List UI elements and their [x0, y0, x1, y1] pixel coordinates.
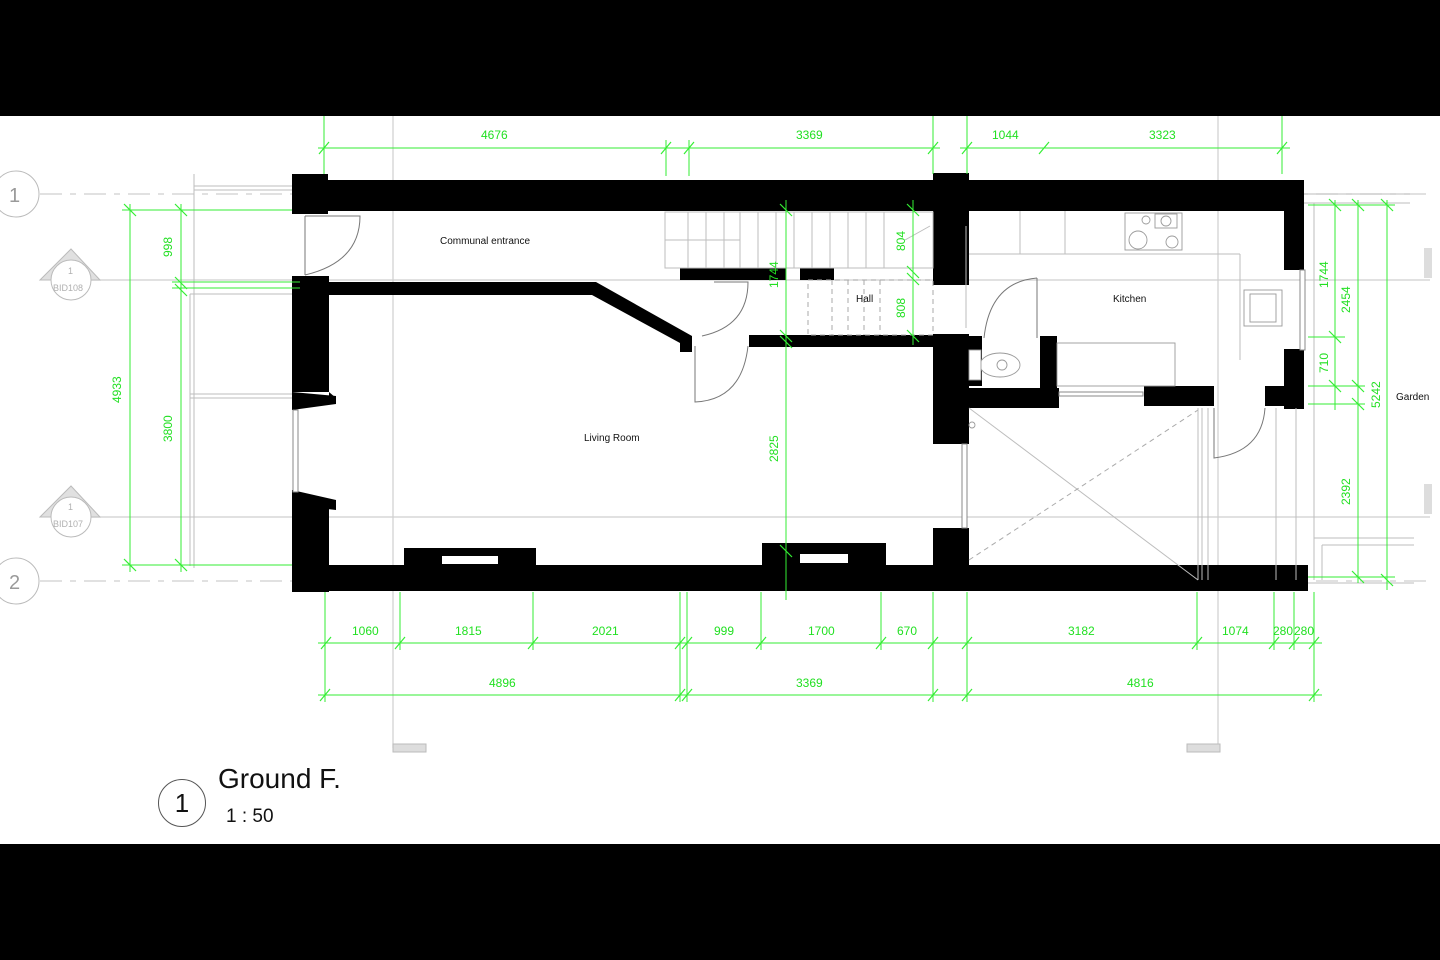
walls — [292, 173, 1308, 592]
svg-text:3369: 3369 — [796, 676, 823, 690]
label-kitchen: Kitchen — [1113, 294, 1146, 305]
svg-text:1044: 1044 — [992, 128, 1019, 142]
svg-text:1700: 1700 — [808, 624, 835, 638]
svg-text:4896: 4896 — [489, 676, 516, 690]
staircase — [664, 211, 934, 336]
svg-text:3369: 3369 — [796, 128, 823, 142]
svg-text:3323: 3323 — [1149, 128, 1176, 142]
svg-text:BID107: BID107 — [53, 519, 83, 529]
room-labels: Communal entrance Hall Kitchen Living Ro… — [440, 236, 1429, 444]
svg-text:1744: 1744 — [1317, 261, 1331, 288]
svg-text:670: 670 — [897, 624, 917, 638]
svg-text:280: 280 — [1273, 624, 1293, 638]
svg-text:4933: 4933 — [110, 376, 124, 403]
drawing-title: Ground F. — [218, 763, 341, 794]
section-marker-bid107: 1 BID107 — [38, 485, 102, 538]
svg-text:2: 2 — [9, 572, 20, 594]
svg-text:280: 280 — [1294, 624, 1314, 638]
svg-text:3182: 3182 — [1068, 624, 1095, 638]
svg-text:2825: 2825 — [767, 435, 781, 462]
label-communal-entrance: Communal entrance — [440, 236, 530, 247]
garden-outline — [968, 193, 1414, 584]
dimensions: 4676 3369 1044 3323 — [110, 116, 1395, 702]
label-living-room: Living Room — [584, 433, 640, 444]
grid-bubble-1: 1 — [0, 170, 40, 218]
svg-text:999: 999 — [714, 624, 734, 638]
label-hall: Hall — [856, 294, 873, 305]
bay-window-frame — [189, 174, 292, 568]
svg-text:1: 1 — [68, 266, 73, 276]
svg-text:4676: 4676 — [481, 128, 508, 142]
svg-text:BID108: BID108 — [53, 283, 83, 293]
svg-text:1: 1 — [9, 185, 20, 207]
svg-text:1815: 1815 — [455, 624, 482, 638]
drawing-scale: 1 : 50 — [226, 806, 274, 827]
section-marker-bid108: 1 BID108 — [38, 248, 102, 301]
view-number-bubble: 1 — [158, 779, 206, 827]
svg-text:1060: 1060 — [352, 624, 379, 638]
grid-bubble-2: 2 — [0, 557, 40, 605]
svg-text:5242: 5242 — [1369, 381, 1383, 408]
svg-text:808: 808 — [894, 298, 908, 318]
kitchen-fixtures — [968, 211, 1283, 429]
windows — [292, 269, 1306, 529]
svg-text:3800: 3800 — [161, 415, 175, 442]
svg-text:998: 998 — [161, 237, 175, 257]
svg-text:2392: 2392 — [1339, 478, 1353, 505]
doors — [304, 215, 1266, 459]
svg-text:2021: 2021 — [592, 624, 619, 638]
svg-text:1744: 1744 — [767, 261, 781, 288]
svg-text:804: 804 — [894, 231, 908, 251]
drawing-sheet — [0, 116, 1440, 844]
svg-text:1074: 1074 — [1222, 624, 1249, 638]
svg-text:4816: 4816 — [1127, 676, 1154, 690]
svg-text:710: 710 — [1317, 353, 1331, 373]
svg-text:2454: 2454 — [1339, 286, 1353, 313]
svg-text:1: 1 — [68, 502, 73, 512]
grid-lines — [40, 116, 1432, 753]
label-garden: Garden — [1396, 392, 1429, 403]
